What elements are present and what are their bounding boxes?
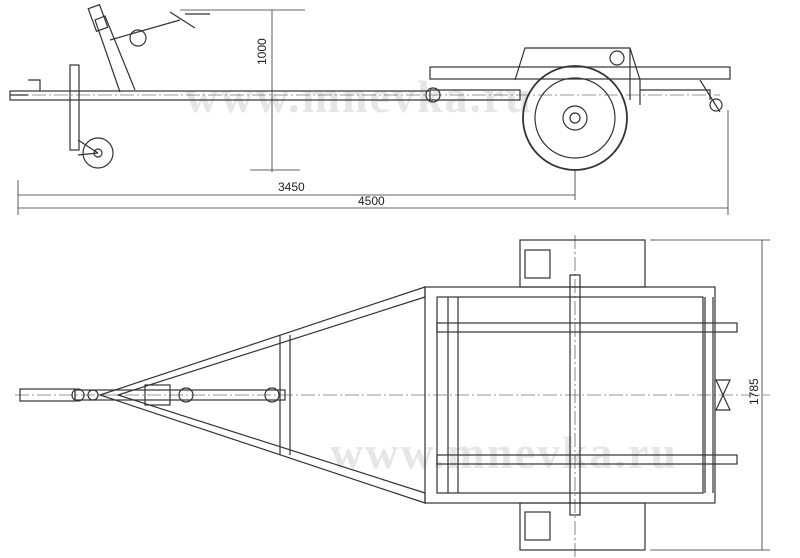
jockey-post (69, 64, 80, 151)
width-dimension: 1785 (747, 378, 761, 405)
jockey-wheel (82, 137, 114, 169)
height-dimension: 1000 (255, 38, 269, 65)
watermark-bottom: www.mnevka.ru (330, 427, 678, 478)
length-dimension: 4500 (358, 194, 385, 208)
crossbar-front (436, 322, 738, 333)
plan-view (15, 235, 770, 558)
axle (569, 274, 581, 516)
wheel-right (519, 502, 646, 551)
wheel-left (519, 239, 646, 288)
crossbar-rear (436, 454, 738, 465)
side-view (9, 3, 731, 215)
keel-roller (715, 379, 731, 411)
main-wheel (522, 65, 628, 171)
fender (514, 47, 641, 105)
axle-dimension: 3450 (278, 180, 305, 194)
